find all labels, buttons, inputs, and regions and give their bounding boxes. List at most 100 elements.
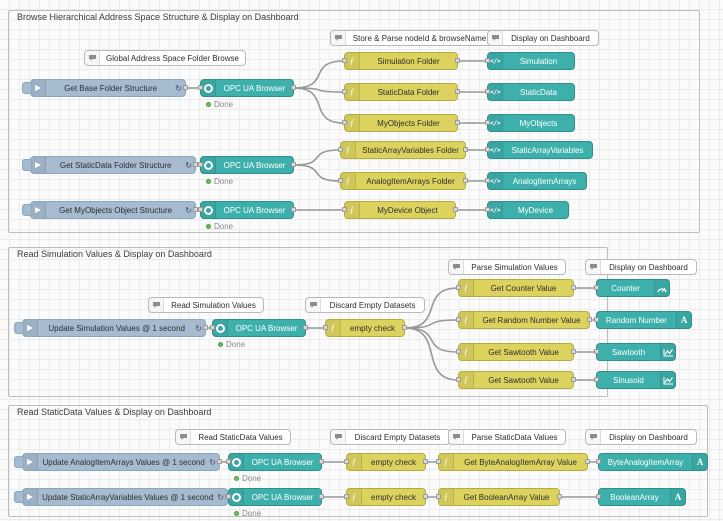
input-port[interactable] <box>338 178 343 183</box>
inject-button[interactable] <box>22 159 32 171</box>
input-port[interactable] <box>198 162 203 167</box>
group-g1[interactable]: Browse Hierarchical Address Space Struct… <box>8 10 700 233</box>
output-port[interactable] <box>455 89 460 94</box>
comment-node-c9[interactable]: Discard Empty Datasets <box>330 429 450 445</box>
input-port[interactable] <box>344 459 349 464</box>
output-port[interactable] <box>455 58 460 63</box>
input-port[interactable] <box>485 147 490 152</box>
input-port[interactable] <box>456 317 461 322</box>
output-port[interactable] <box>319 459 324 464</box>
input-port[interactable] <box>323 325 328 330</box>
input-port[interactable] <box>596 494 601 499</box>
input-port[interactable] <box>198 85 203 90</box>
wire-n2-f2[interactable] <box>293 87 345 93</box>
wire-n4-f4[interactable] <box>293 149 341 166</box>
comment-node-c6[interactable]: Parse Simulation Values <box>448 259 566 275</box>
opcua-node-n6[interactable]: OPC UA Browser <box>198 201 296 219</box>
inject-button[interactable] <box>22 204 32 216</box>
output-port[interactable] <box>455 120 460 125</box>
ui-node-u9[interactable]: Sawtooth <box>594 343 676 361</box>
opcua-node-n12[interactable]: OPC UA Browser <box>226 488 324 506</box>
output-port[interactable] <box>585 459 590 464</box>
input-port[interactable] <box>342 58 347 63</box>
input-port[interactable] <box>198 207 203 212</box>
wire-n2-f3[interactable] <box>293 87 345 124</box>
wire-n4-f5[interactable] <box>293 164 341 182</box>
input-port[interactable] <box>338 147 343 152</box>
input-port[interactable] <box>342 207 347 212</box>
comment-node-c4[interactable]: Read Simulation Values <box>148 297 264 313</box>
inject-node-n5[interactable]: Get MyObjects Object Structure↻ <box>22 201 198 219</box>
comment-node-c3[interactable]: Global Address Space Folder Browse <box>84 50 246 66</box>
input-port[interactable] <box>485 178 490 183</box>
comment-node-c10[interactable]: Parse StaticData Values <box>448 429 566 445</box>
opcua-node-n8[interactable]: OPC UA Browser <box>210 319 308 337</box>
comment-node-c11[interactable]: Display on Dashboard <box>585 429 697 445</box>
output-port[interactable] <box>423 494 428 499</box>
opcua-node-n4[interactable]: OPC UA Browser <box>198 156 296 174</box>
inject-button[interactable] <box>14 491 24 503</box>
input-port[interactable] <box>436 459 441 464</box>
output-port[interactable] <box>291 162 296 167</box>
wire-n2-f1[interactable] <box>293 60 345 89</box>
inject-node-n1[interactable]: Get Base Folder Structure↻ <box>22 79 188 97</box>
input-port[interactable] <box>210 325 215 330</box>
ui-node-u4[interactable]: </>StaticArrayVariables <box>485 141 593 159</box>
comment-node-c1[interactable]: Store & Parse nodeId & browseName <box>330 30 494 46</box>
comment-node-c2[interactable]: Display on Dashboard <box>487 30 599 46</box>
input-port[interactable] <box>436 494 441 499</box>
inject-node-n11[interactable]: Update StaticArrayVariables Values @ 1 s… <box>14 488 230 506</box>
output-port[interactable] <box>463 178 468 183</box>
output-port[interactable] <box>319 494 324 499</box>
input-port[interactable] <box>594 377 599 382</box>
output-port[interactable] <box>291 207 296 212</box>
ui-node-u1[interactable]: </>Simulation <box>485 52 575 70</box>
input-port[interactable] <box>485 120 490 125</box>
inject-node-n7[interactable]: Update Simulation Values @ 1 second↻ <box>14 319 208 337</box>
comment-node-c5[interactable]: Discard Empty Datasets <box>305 297 425 313</box>
output-port[interactable] <box>203 325 208 330</box>
inject-button[interactable] <box>14 456 24 468</box>
input-port[interactable] <box>594 349 599 354</box>
output-port[interactable] <box>463 147 468 152</box>
input-port[interactable] <box>596 459 601 464</box>
input-port[interactable] <box>456 377 461 382</box>
output-port[interactable] <box>402 325 407 330</box>
output-port[interactable] <box>183 85 188 90</box>
wire-f7-f10[interactable] <box>404 327 459 353</box>
output-port[interactable] <box>303 325 308 330</box>
input-port[interactable] <box>456 349 461 354</box>
output-port[interactable] <box>217 459 222 464</box>
input-port[interactable] <box>456 285 461 290</box>
output-port[interactable] <box>193 162 198 167</box>
input-port[interactable] <box>226 494 231 499</box>
output-port[interactable] <box>423 459 428 464</box>
wire-f7-f8[interactable] <box>404 287 459 329</box>
opcua-node-n10[interactable]: OPC UA Browser <box>226 453 324 471</box>
opcua-node-n2[interactable]: OPC UA Browser <box>198 79 296 97</box>
wire-f7-f11[interactable] <box>404 327 459 381</box>
wire-f7-f9[interactable] <box>404 319 459 329</box>
comment-node-c7[interactable]: Display on Dashboard <box>585 259 697 275</box>
input-port[interactable] <box>226 459 231 464</box>
output-port[interactable] <box>291 85 296 90</box>
ui-node-u7[interactable]: Counter <box>594 279 670 297</box>
output-port[interactable] <box>557 494 562 499</box>
